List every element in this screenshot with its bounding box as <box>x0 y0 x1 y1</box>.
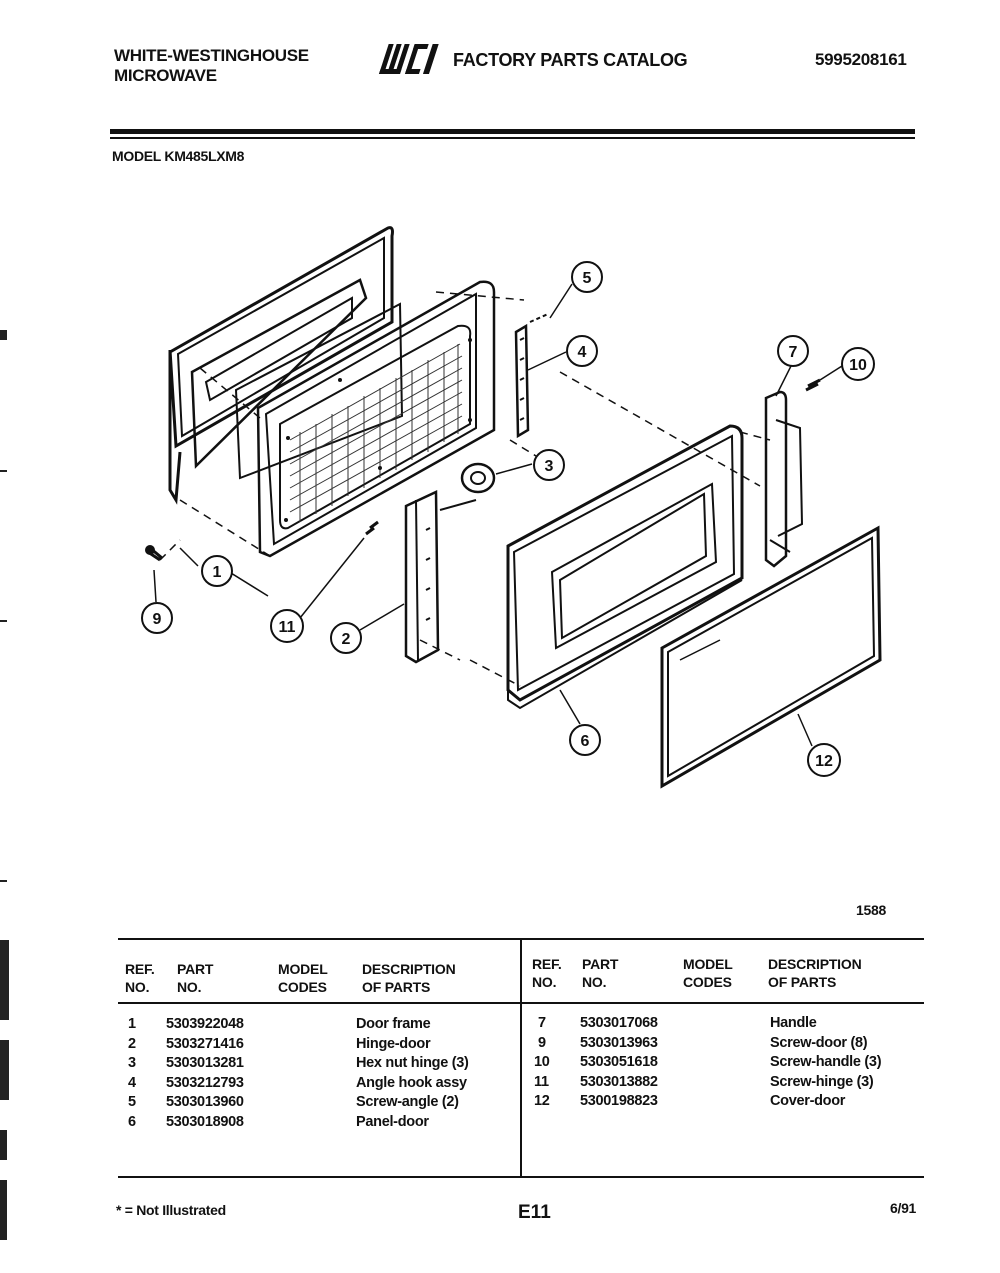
callout-label-2: 2 <box>342 631 351 648</box>
table-bottom-rule <box>118 1176 924 1178</box>
header-rule-thin <box>110 137 915 139</box>
figure-number: 1588 <box>856 902 886 918</box>
callout-6 <box>569 724 601 756</box>
brand-name: WHITE-WESTINGHOUSE MICROWAVE <box>114 46 309 86</box>
callout-10 <box>841 347 875 381</box>
handle-part <box>764 390 788 568</box>
header-rule-thick <box>110 129 915 134</box>
callout-11 <box>270 609 304 643</box>
callout-12 <box>807 743 841 777</box>
callout-label-9: 9 <box>153 611 162 628</box>
right-header-ref: REF.NO. <box>532 956 562 990</box>
cover-door-part <box>660 525 882 789</box>
revision-date: 6/91 <box>890 1200 917 1216</box>
brand-line-1: WHITE-WESTINGHOUSE <box>114 46 309 65</box>
callout-label-10: 10 <box>849 357 867 374</box>
callout-7 <box>777 335 809 367</box>
callout-label-7: 7 <box>789 344 798 361</box>
page-code: E11 <box>518 1202 551 1223</box>
callout-3 <box>533 449 565 481</box>
exploded-parts-diagram: 1 2 3 4 5 6 7 9 10 11 12 <box>141 226 882 789</box>
brand-line-2: MICROWAVE <box>114 66 217 85</box>
catalog-number: 5995208161 <box>815 50 907 69</box>
callout-label-4: 4 <box>578 344 587 361</box>
callout-2 <box>330 622 362 654</box>
callout-5 <box>571 261 603 293</box>
door-frame-part <box>168 226 394 449</box>
left-header-ref: REF.NO. <box>125 961 155 995</box>
wci-logo <box>378 40 452 85</box>
callout-1 <box>201 555 233 587</box>
hex-nut-part <box>460 462 496 494</box>
callout-9 <box>141 602 173 634</box>
callout-label-12: 12 <box>815 753 833 770</box>
callout-label-5: 5 <box>583 270 592 287</box>
table-column-divider <box>520 938 522 1176</box>
callout-label-1: 1 <box>213 564 222 581</box>
hinge-part <box>404 490 440 664</box>
model-label: MODEL KM485LXM8 <box>112 148 245 164</box>
wci-logo-icon <box>378 44 439 74</box>
callout-label-3: 3 <box>545 458 554 475</box>
angle-hook-part <box>514 323 530 439</box>
catalog-title: FACTORY PARTS CATALOG <box>453 50 688 70</box>
not-illustrated-note: * = Not Illustrated <box>116 1202 226 1218</box>
callout-label-6: 6 <box>581 733 590 750</box>
callout-4 <box>566 335 598 367</box>
panel-door-part <box>506 424 744 702</box>
callout-label-11: 11 <box>279 619 296 636</box>
